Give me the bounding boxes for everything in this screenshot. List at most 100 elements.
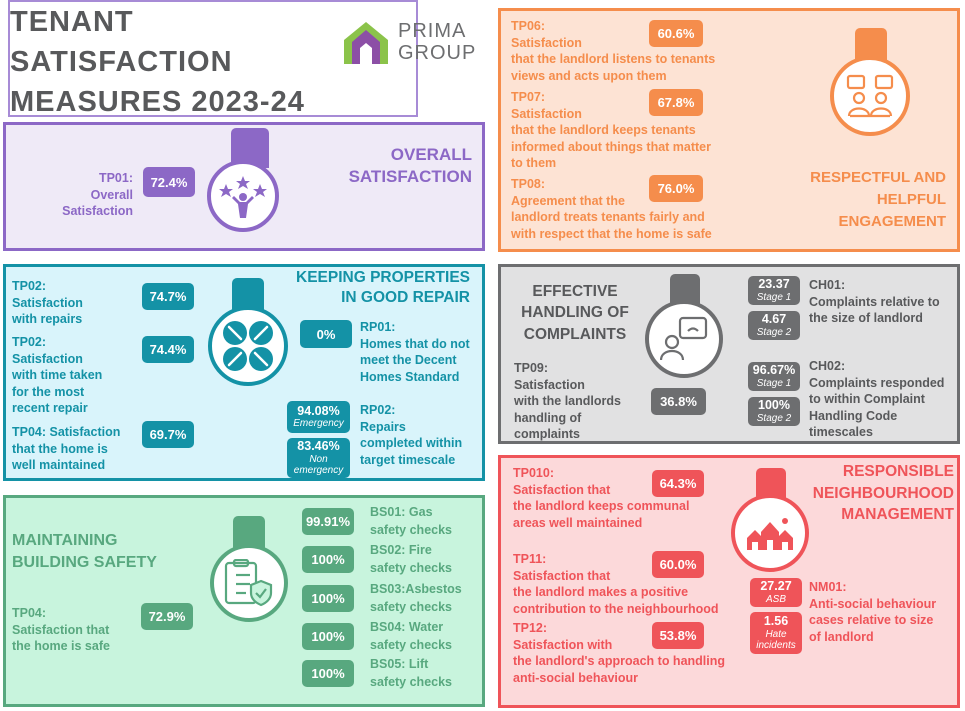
tp11-label-line: the landlord makes a positive xyxy=(513,585,689,599)
tp06-value: 60.6% xyxy=(649,20,703,47)
ch02-label-line: timescales xyxy=(809,425,873,439)
tp02-label-line: TP02: xyxy=(12,279,47,293)
ch01-label-line: CH01: xyxy=(809,278,846,292)
nm01-label: NM01: Anti-social behaviour cases relati… xyxy=(809,579,936,645)
tp10-label-line: the landlord keeps communal xyxy=(513,499,690,513)
tp09-label: TP09: Satisfaction with the landlords ha… xyxy=(514,360,621,443)
rp01-label-line: Homes that do not xyxy=(360,336,470,351)
ch01-stage1-value: 23.37 xyxy=(758,277,790,292)
header-title-box xyxy=(8,0,418,117)
bs-label-line: BS03:Asbestos xyxy=(370,582,462,596)
tp02-label: TP02: Satisfaction with repairs xyxy=(12,278,83,328)
nm01-hate-label-line: incidents xyxy=(756,639,796,651)
page-title-line: MEASURES 2023-24 xyxy=(10,86,305,119)
tp09-label-line: TP09: xyxy=(514,361,549,375)
tp10-label-line: areas well maintained xyxy=(513,515,643,530)
tp01-label-line: TP01: xyxy=(98,171,133,185)
overall-title-line: SATISFACTION xyxy=(348,167,472,187)
tp04-safety-label-line: TP04: xyxy=(12,606,47,620)
ch01-stage2-badge: 4.67 Stage 2 xyxy=(748,311,800,340)
bs-label-line: BS04: Water xyxy=(370,620,444,634)
ch01-stage2-value: 4.67 xyxy=(761,312,787,327)
tp06-label: TP06: Satisfaction that the landlord lis… xyxy=(511,18,715,84)
complaints-panel xyxy=(498,264,960,444)
tp02-time-label-line: recent repair xyxy=(12,401,88,415)
rp02-label-line: target timescale xyxy=(360,452,456,467)
ch01-stage1-label: Stage 1 xyxy=(756,291,792,303)
tp08-label-line: landlord treats tenants fairly and xyxy=(511,210,705,224)
rp01-label: RP01: Homes that do not meet the Decent … xyxy=(360,319,470,385)
nm01-label-line: Anti-social behaviour xyxy=(809,596,937,611)
conversation-icon xyxy=(846,74,894,118)
rp01-label-line: Homes Standard xyxy=(360,369,460,384)
tp04-repair-label-line: well maintained xyxy=(12,458,106,472)
ch01-label-line: the size of landlord xyxy=(809,311,923,325)
bs-value: 99.91% xyxy=(302,508,354,535)
repair-medal xyxy=(208,306,288,386)
tp10-value: 64.3% xyxy=(652,470,704,497)
tp02-time-label-line: for the most xyxy=(12,384,85,399)
nm01-label-line: cases relative to size xyxy=(809,613,934,627)
tp04-safety-value: 72.9% xyxy=(141,603,193,630)
tp06-label-line: Satisfaction xyxy=(511,35,582,50)
overall-title-line: OVERALL xyxy=(390,145,472,164)
ch02-label: CH02: Complaints responded to within Com… xyxy=(809,358,944,441)
tp08-label: TP08: Agreement that the landlord treats… xyxy=(511,176,712,242)
ch02-stage2-value: 100% xyxy=(758,398,790,413)
tp04-repair-label-line: that the home is xyxy=(12,441,108,456)
tp02-label-line: Satisfaction xyxy=(12,295,83,310)
safety-title-line: BUILDING SAFETY xyxy=(12,553,157,571)
houses-icon xyxy=(747,518,793,550)
bs-label: BS03:Asbestos safety checks xyxy=(370,581,462,616)
rp02-non-label-line: Non xyxy=(309,453,328,465)
tp12-label-line: Satisfaction with xyxy=(513,637,613,652)
tp02-time-label: TP02: Satisfaction with time taken for t… xyxy=(12,334,102,417)
repair-title-line: KEEPING PROPERTIES xyxy=(296,269,470,286)
tp01-label-line: Overall xyxy=(90,187,133,202)
tp10-label-line: Satisfaction that xyxy=(513,482,611,497)
complaints-title-line: COMPLAINTS xyxy=(523,325,627,343)
tp07-value: 67.8% xyxy=(649,89,703,116)
bs-label-line: safety checks xyxy=(370,674,453,689)
repair-title-line: IN GOOD REPAIR xyxy=(341,289,470,307)
rp02-label: RP02: Repairs completed within target ti… xyxy=(360,402,462,468)
logo-text-prima: PRIMA xyxy=(398,20,467,42)
tp02-time-value: 74.4% xyxy=(142,336,194,363)
bs-value: 100% xyxy=(302,546,354,573)
tp07-label-line: to them xyxy=(511,156,557,170)
tp09-label-line: with the landlords xyxy=(514,394,621,408)
engagement-title-line: ENGAGEMENT xyxy=(838,212,946,230)
nm01-asb-label: ASB xyxy=(765,593,786,605)
ch02-stage1-value: 96.67% xyxy=(752,363,796,378)
ch01-stage2-label: Stage 2 xyxy=(756,326,792,338)
bs-label-line: safety checks xyxy=(370,599,453,614)
nm01-label-line: NM01: xyxy=(809,580,847,594)
bs-label-line: safety checks xyxy=(370,522,453,537)
ch01-label-line: Complaints relative to xyxy=(809,294,940,309)
nm01-asb-badge: 27.27 ASB xyxy=(750,578,802,607)
tp11-label-line: TP11: xyxy=(513,552,547,566)
tp12-label-line: anti-social behaviour xyxy=(513,670,639,685)
tp08-label-line: Agreement that the xyxy=(511,193,625,208)
tp08-label-line: with respect that the home is safe xyxy=(511,226,712,241)
logo-text-group: GROUP xyxy=(398,42,477,64)
page-title-line: TENANT xyxy=(10,6,134,38)
nm01-hate-label-line: Hate xyxy=(765,628,787,640)
tp07-label-line: that the landlord keeps tenants xyxy=(511,123,696,137)
ch02-label-line: to within Complaint xyxy=(809,392,925,406)
repair-tools-icon xyxy=(223,321,273,371)
tp02-time-label-line: TP02: xyxy=(12,335,47,349)
tp11-value: 60.0% xyxy=(652,551,704,578)
safety-title-line: MAINTAINING xyxy=(12,532,118,549)
tp08-value: 76.0% xyxy=(649,175,703,202)
ch02-stage2-badge: 100% Stage 2 xyxy=(748,397,800,426)
complaint-chat-icon xyxy=(660,316,708,361)
bs-value: 100% xyxy=(302,623,354,650)
tp10-label: TP010: Satisfaction that the landlord ke… xyxy=(513,465,689,531)
tp01-label-line: Satisfaction xyxy=(62,204,133,218)
tp07-label: TP07: Satisfaction that the landlord kee… xyxy=(511,89,711,172)
